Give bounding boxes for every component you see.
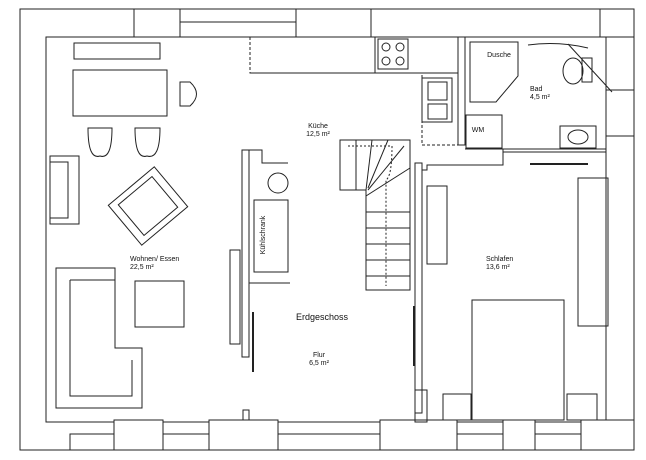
sofa xyxy=(55,267,143,409)
bath-fixtures xyxy=(465,41,613,149)
sofa-seat xyxy=(69,279,133,397)
fridge xyxy=(253,199,289,273)
washbasin-bowl xyxy=(567,129,589,145)
wall-column-left xyxy=(229,249,241,345)
room-label-bad: Bad 4,5 m² xyxy=(530,86,560,102)
outer-wall-outline xyxy=(19,8,635,451)
wall-hall-bedroom xyxy=(421,149,504,171)
sink-outer xyxy=(421,77,453,123)
wall-hall-right xyxy=(414,162,423,414)
burner-2 xyxy=(395,42,405,52)
dining-table xyxy=(72,69,168,117)
armchair-left xyxy=(49,155,80,225)
room-area: 13,6 m² xyxy=(486,264,510,271)
cooktop xyxy=(377,38,409,70)
window-bottom-left-box xyxy=(113,419,164,451)
fixture-label-wm: WM xyxy=(471,127,485,134)
burner-1 xyxy=(381,42,391,52)
exterior-walls xyxy=(19,8,635,451)
room-label-schlafen: Schlafen 13,6 m² xyxy=(486,256,526,272)
rotated-armchair xyxy=(107,166,189,246)
window-right-bath xyxy=(605,89,635,137)
sideboard xyxy=(73,42,161,60)
armchair-left-seat xyxy=(49,161,69,219)
coffee-table xyxy=(134,280,185,328)
dining-chair xyxy=(134,127,161,157)
room-label-kueche: Küche 12,5 m² xyxy=(300,123,336,139)
sink-bowl xyxy=(427,81,448,101)
shower-curve xyxy=(527,43,589,49)
room-name: Wohnen/ Essen xyxy=(130,256,180,263)
window-bottom-7 xyxy=(534,433,582,451)
staircase xyxy=(339,139,411,291)
stair-step xyxy=(365,167,411,197)
stair-step xyxy=(367,139,389,189)
room-name: Flur xyxy=(312,352,326,359)
window-bottom-1 xyxy=(69,433,115,451)
window-bottom-right-box xyxy=(502,419,536,451)
window-bottom-2 xyxy=(162,433,210,451)
plant-pot xyxy=(267,172,289,194)
wall-kitchen-divider xyxy=(241,149,250,358)
burner-4 xyxy=(395,56,405,66)
bath-wall-angle xyxy=(567,43,613,93)
window-top-mid xyxy=(295,8,372,38)
window-bottom-right-box-2 xyxy=(580,419,635,451)
stair-step xyxy=(367,145,405,191)
armchair-seat xyxy=(117,175,179,237)
counter-top xyxy=(249,37,458,146)
wall-entry-stub xyxy=(242,409,250,421)
wall-hall-right-lower xyxy=(414,389,428,423)
wall-bath-left xyxy=(457,36,466,146)
room-label-wohnen: Wohnen/ Essen 22,5 m² xyxy=(130,256,190,272)
nightstand xyxy=(442,393,472,421)
window-top-right xyxy=(599,8,635,38)
living-furniture xyxy=(49,42,289,409)
bed xyxy=(471,299,565,421)
stair-step xyxy=(365,139,373,191)
kitchen-counter xyxy=(249,37,458,146)
toilet-bowl xyxy=(562,57,584,85)
window-bottom-4 xyxy=(277,433,381,451)
interior-walls xyxy=(229,36,606,423)
wall-column-bedroom xyxy=(426,185,448,265)
room-label-flur: Flur 6,5 m² xyxy=(304,352,334,368)
burner-3 xyxy=(381,56,391,66)
room-name: Schlafen xyxy=(486,256,514,263)
dining-chair xyxy=(179,81,197,107)
window-top-left xyxy=(133,8,181,38)
wardrobe xyxy=(577,177,609,327)
stair-direction-line xyxy=(348,145,393,286)
window-bottom-5 xyxy=(379,419,458,451)
room-area: 6,5 m² xyxy=(309,360,329,367)
wall-kitchen-low xyxy=(249,149,288,164)
shower xyxy=(469,41,519,103)
sink-bowl-2 xyxy=(427,103,448,120)
nightstand xyxy=(566,393,598,421)
windows xyxy=(69,8,635,451)
floor-title: Erdgeschoss xyxy=(295,312,349,322)
window-top-mid-frame xyxy=(179,8,297,23)
dining-chair xyxy=(87,127,113,157)
room-name: Bad xyxy=(530,86,543,93)
stair-outline xyxy=(339,139,411,291)
fixture-label-dusche: Dusche xyxy=(487,52,511,59)
room-area: 4,5 m² xyxy=(530,94,550,101)
room-area: 12,5 m² xyxy=(306,131,330,138)
washbasin xyxy=(559,125,597,149)
room-name: Küche xyxy=(308,123,328,130)
fixture-label-kuehlschrank: Kühlschrank xyxy=(260,215,267,255)
room-area: 22,5 m² xyxy=(130,264,154,271)
bedroom-furniture xyxy=(442,177,609,421)
window-bottom-6 xyxy=(456,433,504,451)
armchair-body xyxy=(107,166,189,246)
toilet-tank xyxy=(581,57,593,83)
window-bottom-3 xyxy=(208,419,279,451)
washing-machine xyxy=(465,114,503,149)
